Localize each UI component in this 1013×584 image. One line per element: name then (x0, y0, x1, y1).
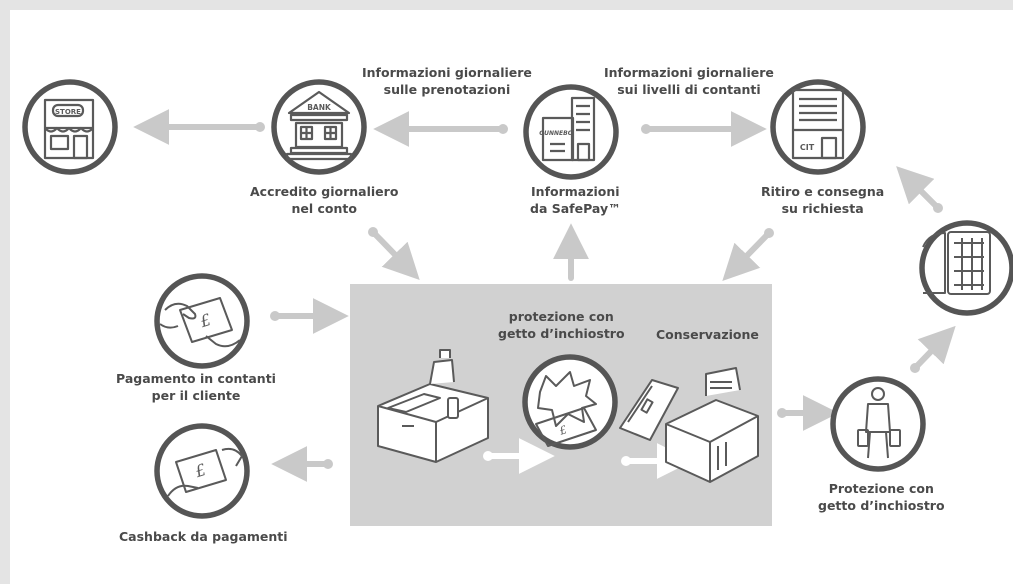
label-storage: Conservazione (656, 327, 759, 342)
cash-truck-icon (919, 220, 1013, 316)
diagram-frame: STORE BANK GUNNEBO (10, 10, 1013, 584)
arrow-payment-to-panel (270, 298, 349, 334)
arrow-bank-to-store (133, 109, 265, 145)
store-icon: STORE (22, 79, 118, 175)
arrow-panel-to-courier (777, 395, 839, 431)
store-sign: STORE (55, 108, 81, 116)
cash-terminal-icon (377, 349, 489, 463)
courier-person-icon (830, 376, 926, 472)
arrow-gunnebo-to-cit (641, 111, 767, 147)
bank-icon: BANK (271, 79, 367, 175)
gunnebo-sign: GUNNEBO (539, 130, 573, 137)
gunnebo-building-icon: GUNNEBO (523, 84, 619, 180)
arrow-cit-to-panel (722, 228, 774, 282)
arrow-gunnebo-to-bank (373, 111, 508, 147)
cashback-hands-icon: £ (154, 423, 250, 519)
cash-flow-diagram: STORE BANK GUNNEBO (22, 79, 1013, 526)
cit-building-icon: CIT (770, 79, 866, 175)
arrow-truck-to-cit (896, 166, 943, 213)
cash-payment-hands-icon: £ (154, 273, 250, 369)
label-cashback: Cashback da pagamenti (119, 529, 288, 544)
arrow-terminal-to-ink (483, 438, 555, 474)
arrow-panel-to-cashback (271, 446, 333, 482)
arrow-bank-to-panel (368, 227, 420, 281)
ink-protection-icon: £ (522, 354, 618, 450)
storage-safe-icon (619, 367, 759, 483)
cit-sign: CIT (800, 143, 815, 152)
svg-text:£: £ (557, 423, 569, 438)
arrow-courier-to-truck (910, 325, 956, 373)
bank-sign: BANK (307, 103, 332, 112)
